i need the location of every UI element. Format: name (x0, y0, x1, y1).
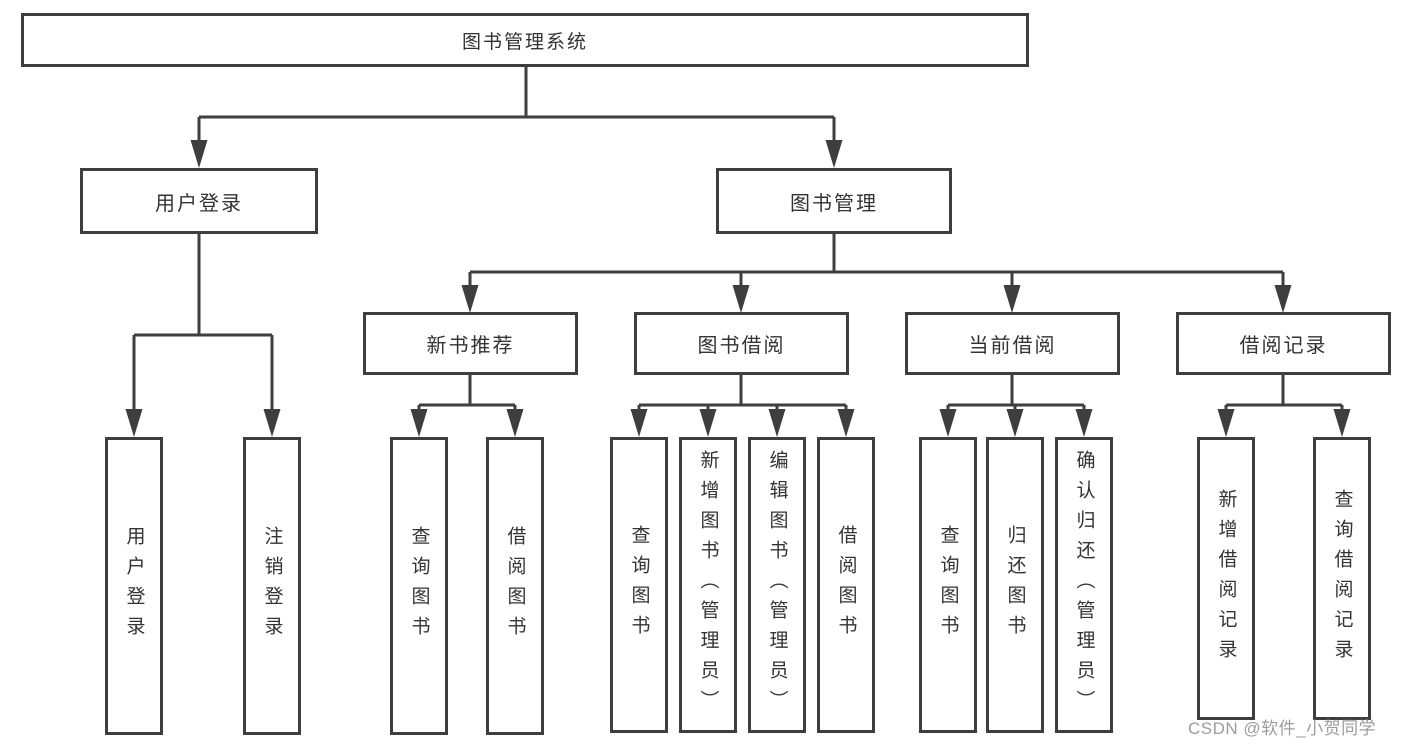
node-label: 当前借阅 (968, 335, 1057, 357)
leaf-add-books-admin: 新增图书（管理员） (679, 437, 737, 733)
leaf-logout: 注销登录 (243, 437, 301, 735)
node-label: 借阅记录 (1239, 335, 1328, 357)
connector-user-login-children (125, 234, 281, 437)
node-book-management: 图书管理 (716, 168, 952, 234)
connector-current-borrow-children (939, 375, 1093, 437)
leaf-edit-books-admin: 编辑图书（管理员） (748, 437, 806, 733)
node-borrow-record: 借阅记录 (1176, 312, 1391, 375)
leaf-query-borrow-record: 查询借阅记录 (1313, 437, 1371, 720)
connector-book-borrow-children (630, 375, 855, 437)
node-label: 编辑图书（管理员） (766, 450, 788, 720)
node-label: 归还图书 (1004, 525, 1026, 645)
leaf-query-books-2: 查询图书 (610, 437, 668, 733)
node-label: 用户登录 (123, 526, 145, 646)
node-label: 图书借阅 (697, 335, 786, 357)
leaf-confirm-return-admin: 确认归还（管理员） (1055, 437, 1113, 733)
leaf-borrow-books-2: 借阅图书 (817, 437, 875, 733)
node-current-borrow: 当前借阅 (905, 312, 1120, 375)
connector-borrow-record-children (1217, 375, 1351, 437)
node-label: 新书推荐 (426, 335, 515, 357)
node-root: 图书管理系统 (21, 13, 1029, 67)
node-label: 确认归还（管理员） (1073, 450, 1095, 720)
connector-new-book-recommend-children (410, 375, 524, 437)
node-label: 借阅图书 (835, 525, 857, 645)
leaf-user-login: 用户登录 (105, 437, 163, 735)
leaf-query-books-3: 查询图书 (919, 437, 977, 733)
leaf-borrow-books-1: 借阅图书 (486, 437, 544, 735)
node-label: 查询图书 (408, 526, 430, 646)
node-book-borrow: 图书借阅 (634, 312, 849, 375)
connector-book-management-children (461, 234, 1292, 313)
node-label: 借阅图书 (504, 526, 526, 646)
node-new-book-recommend: 新书推荐 (363, 312, 578, 375)
node-label: 图书管理 (790, 192, 878, 215)
leaf-add-borrow-record: 新增借阅记录 (1197, 437, 1255, 720)
csdn-watermark: CSDN @软件_小贺同学 (1188, 719, 1377, 738)
leaf-query-books-1: 查询图书 (390, 437, 448, 735)
node-label: 查询借阅记录 (1331, 488, 1353, 669)
node-label: 查询图书 (937, 525, 959, 645)
node-label: 查询图书 (628, 525, 650, 645)
node-label: 用户登录 (155, 192, 243, 215)
leaf-return-books: 归还图书 (986, 437, 1044, 733)
node-label: 新增图书（管理员） (697, 450, 719, 720)
node-user-login: 用户登录 (80, 168, 318, 234)
node-label: 新增借阅记录 (1215, 488, 1237, 669)
node-label: 注销登录 (261, 526, 283, 646)
node-label: 图书管理系统 (461, 31, 588, 53)
connector-root-to-level2 (190, 67, 843, 168)
